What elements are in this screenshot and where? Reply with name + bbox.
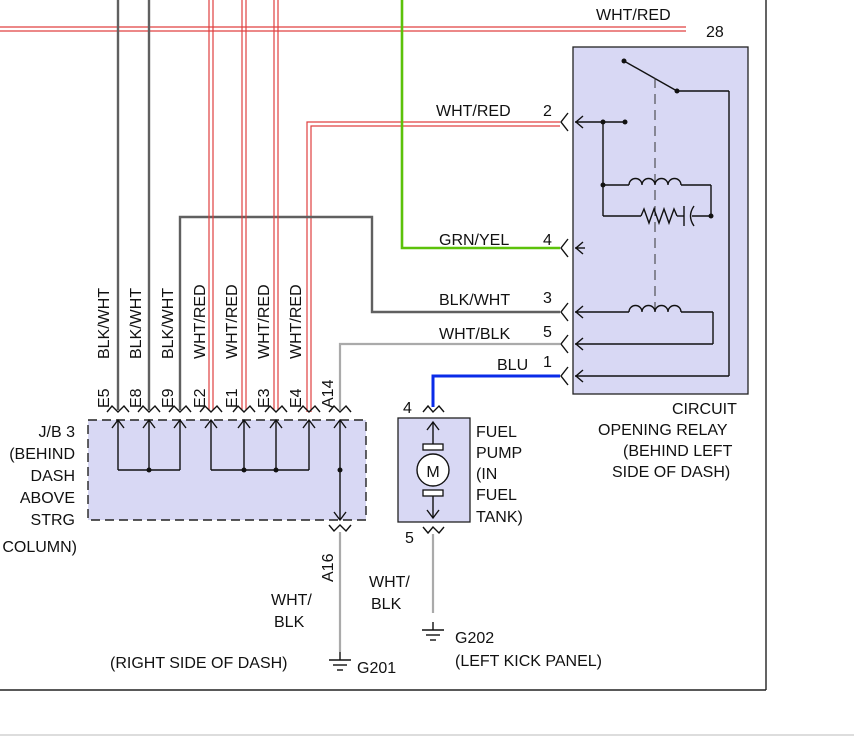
pump-bottom-pin: 5: [405, 530, 414, 547]
relay-pin-4-wire-label: GRN/YEL: [439, 232, 509, 249]
jb-wire-label-e9: BLK/WHT: [160, 288, 177, 359]
g202-wire-line-1: WHT/: [369, 574, 410, 591]
relay-pin-1-number: 1: [543, 354, 552, 371]
g202-id: G202: [455, 630, 494, 647]
top-pin-label: 28: [706, 24, 724, 41]
jb-wire-label-e2: WHT/RED: [192, 284, 209, 359]
relay-pin-1-wire-label: BLU: [497, 357, 528, 374]
pump-motor-symbol: M: [426, 464, 439, 481]
g202-location: (LEFT KICK PANEL): [455, 653, 602, 670]
jb-pin-e3: E3: [256, 388, 273, 408]
relay-pin-5-wire-label: WHT/BLK: [439, 326, 510, 343]
relay-pin-2-wire-label: WHT/RED: [436, 103, 511, 120]
relay-pin-4-number: 4: [543, 232, 552, 249]
jb-wire-label-e5: BLK/WHT: [96, 288, 113, 359]
jb-name-line-5: STRG: [31, 512, 75, 529]
jb-name-line-4: ABOVE: [20, 490, 75, 507]
g201-location: (RIGHT SIDE OF DASH): [110, 655, 288, 672]
g201-id: G201: [357, 660, 396, 677]
relay-name-line-4: SIDE OF DASH): [612, 464, 730, 481]
jb-pin-e9: E9: [160, 388, 177, 408]
g202-wire-line-2: BLK: [371, 596, 402, 613]
pump-top-pin: 4: [403, 400, 412, 417]
relay-pin-3-number: 3: [543, 290, 552, 307]
relay-pin-5-number: 5: [543, 324, 552, 341]
g201-wire-line-2: BLK: [274, 614, 305, 631]
jb-pin-e1: E1: [224, 388, 241, 408]
relay-pin-3-wire: BLK/WHT 3: [178, 215, 560, 410]
jb-pin-e8: E8: [128, 388, 145, 408]
jb-name-line-3: DASH: [31, 468, 75, 485]
junction-block-3: A16 J/B 3 (BEHIND DASH ABOVE STRG COLUMN…: [2, 404, 367, 582]
pump-name-line-5: TANK): [476, 509, 523, 526]
ground-g202: WHT/ BLK G202 (LEFT KICK PANEL): [369, 534, 602, 670]
ground-g201: WHT/ BLK (RIGHT SIDE OF DASH) G201: [110, 532, 396, 677]
jb-name-line-2: (BEHIND: [9, 446, 75, 463]
jb-pin-ids: E5 E8 E9 E2 E1 E3 E4 A14: [96, 379, 337, 408]
relay-pin-2-wire: WHT/RED 2: [306, 103, 560, 412]
jb-pin-a14: A14: [320, 379, 337, 408]
jb-wire-label-e1: WHT/RED: [224, 284, 241, 359]
jb-pin-e2: E2: [192, 388, 209, 408]
circuit-opening-relay: CIRCUIT OPENING RELAY (BEHIND LEFT SIDE …: [560, 46, 749, 481]
jb-name-line-1: J/B 3: [39, 424, 76, 441]
jb-wire-label-e4: WHT/RED: [288, 284, 305, 359]
jb-wire-label-e8: BLK/WHT: [128, 288, 145, 359]
pump-name-line-1: FUEL: [476, 424, 517, 441]
relay-pin-3-wire-label: BLK/WHT: [439, 292, 510, 309]
relay-name-line-3: (BEHIND LEFT: [623, 443, 733, 460]
relay-pin-5-wire: WHT/BLK 5: [338, 324, 560, 410]
g201-wire-line-1: WHT/: [271, 592, 312, 609]
top-wht-red-wire: WHT/RED 28: [0, 7, 724, 41]
jb-wire-label-e3: WHT/RED: [256, 284, 273, 359]
pump-name-line-3: (IN: [476, 466, 497, 483]
jb-bottom-pin: A16: [320, 553, 337, 582]
jb-pin-e4: E4: [288, 388, 305, 408]
relay-name-line-2: OPENING RELAY: [598, 422, 728, 439]
jb-wire-labels: BLK/WHT BLK/WHT BLK/WHT WHT/RED WHT/RED …: [96, 284, 305, 359]
pump-name-line-4: FUEL: [476, 487, 517, 504]
relay-pin-1-wire: BLU 1: [431, 354, 560, 407]
relay-name-line-1: CIRCUIT: [672, 401, 737, 418]
jb-input-wires: [116, 0, 279, 410]
jb-name-line-6: COLUMN): [2, 539, 77, 556]
fuel-pump: M 4 5 FUEL PUMP (IN FUEL TANK): [397, 400, 523, 547]
jb-pin-e5: E5: [96, 388, 113, 408]
relay-pin-4-wire: GRN/YEL 4: [400, 0, 560, 250]
relay-pin-2-number: 2: [543, 103, 552, 120]
top-wire-label: WHT/RED: [596, 7, 671, 24]
pump-name-line-2: PUMP: [476, 445, 522, 462]
